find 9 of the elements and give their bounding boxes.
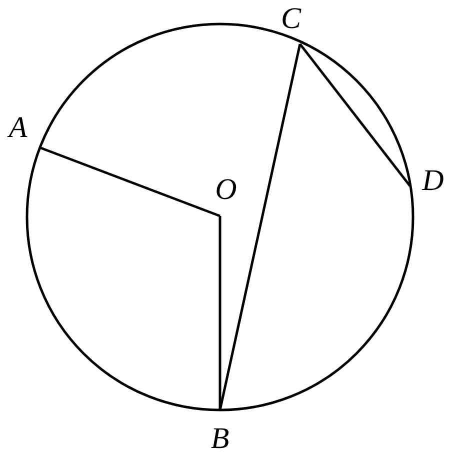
point-label: D [422,166,444,196]
point-label: A [8,113,28,143]
line-segment [218,44,302,410]
point-label: B [210,424,230,454]
point-label: O [215,175,237,205]
line-segment [40,146,220,218]
point-label: C [281,4,301,34]
line-segment [218,216,222,410]
line-segment [299,43,411,187]
